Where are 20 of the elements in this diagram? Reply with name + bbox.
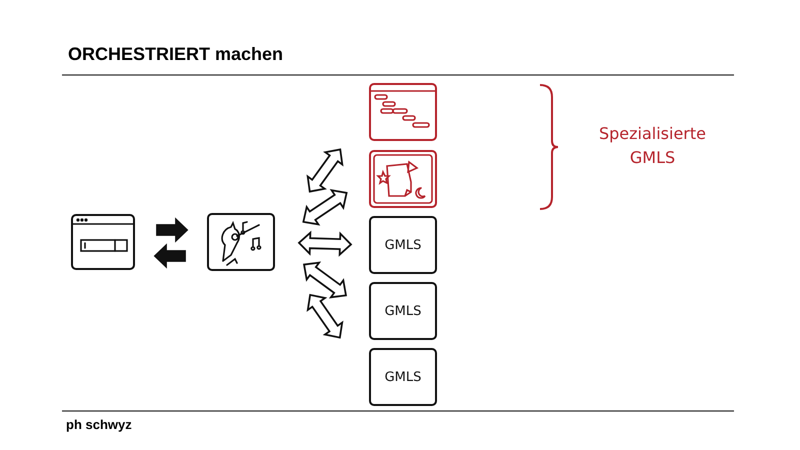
- gmls-box: [369, 348, 437, 406]
- gmls-box: [369, 282, 437, 340]
- double-arrow: [306, 148, 344, 193]
- slide-title: ORCHESTRIERT machen: [68, 44, 284, 65]
- conductor-hand-icon: [207, 213, 275, 271]
- block-arrow: [156, 217, 188, 243]
- gantt-chart-icon: [369, 83, 437, 141]
- footer-text: ph schwyz: [66, 417, 132, 432]
- double-arrow: [306, 294, 344, 339]
- double-arrow: [302, 261, 348, 298]
- browser-window-icon: [71, 214, 135, 270]
- sticky-note-icon: [369, 150, 437, 208]
- double-arrow: [298, 230, 352, 257]
- block-arrow: [154, 243, 186, 269]
- bracket-label: Spezialisierte GMLS: [598, 123, 707, 169]
- gmls-box: [369, 216, 437, 274]
- box-label: GMLS: [384, 238, 422, 252]
- box-label: GMLS: [384, 304, 422, 318]
- box-label: GMLS: [384, 370, 422, 384]
- double-arrow: [302, 189, 348, 226]
